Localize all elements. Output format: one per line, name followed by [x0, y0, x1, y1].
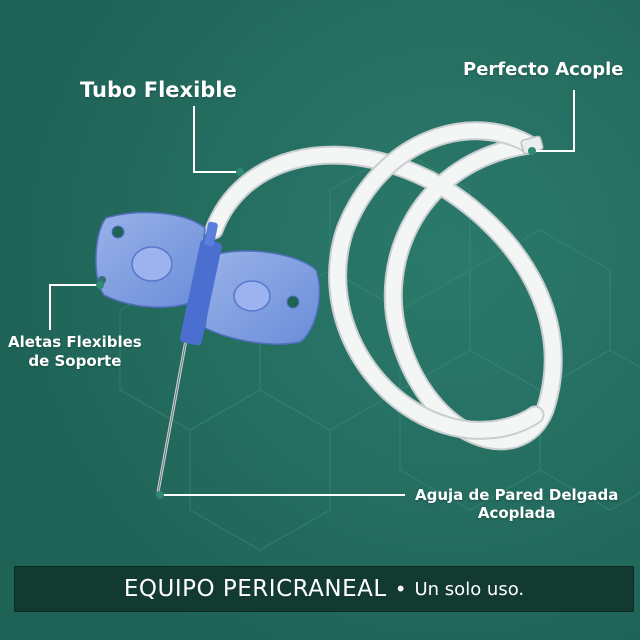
label-tubo-flexible: Tubo Flexible	[80, 78, 237, 102]
label-aletas: Aletas Flexibles de Soporte	[8, 333, 142, 371]
label-aguja-line2: Acoplada	[477, 504, 556, 522]
label-aletas-line1: Aletas Flexibles	[8, 333, 142, 351]
butterfly-wings	[95, 211, 321, 345]
flexible-tube	[204, 121, 563, 451]
callout-lines	[49, 90, 575, 496]
needle-hub	[179, 221, 222, 346]
label-aguja: Aguja de Pared Delgada Acoplada	[415, 486, 618, 522]
product-banner: EQUIPO PERICRANEAL • Un solo uso.	[14, 566, 634, 612]
banner-subtitle: Un solo uso.	[414, 578, 525, 600]
label-aguja-line1: Aguja de Pared Delgada	[415, 486, 619, 504]
callout-dots	[96, 147, 536, 499]
banner-title: EQUIPO PERICRANEAL	[123, 576, 387, 602]
label-perfecto-acople: Perfecto Acople	[463, 59, 624, 80]
needle	[156, 339, 188, 493]
label-aletas-line2: de Soporte	[28, 352, 122, 370]
banner-bullet: •	[394, 577, 407, 601]
